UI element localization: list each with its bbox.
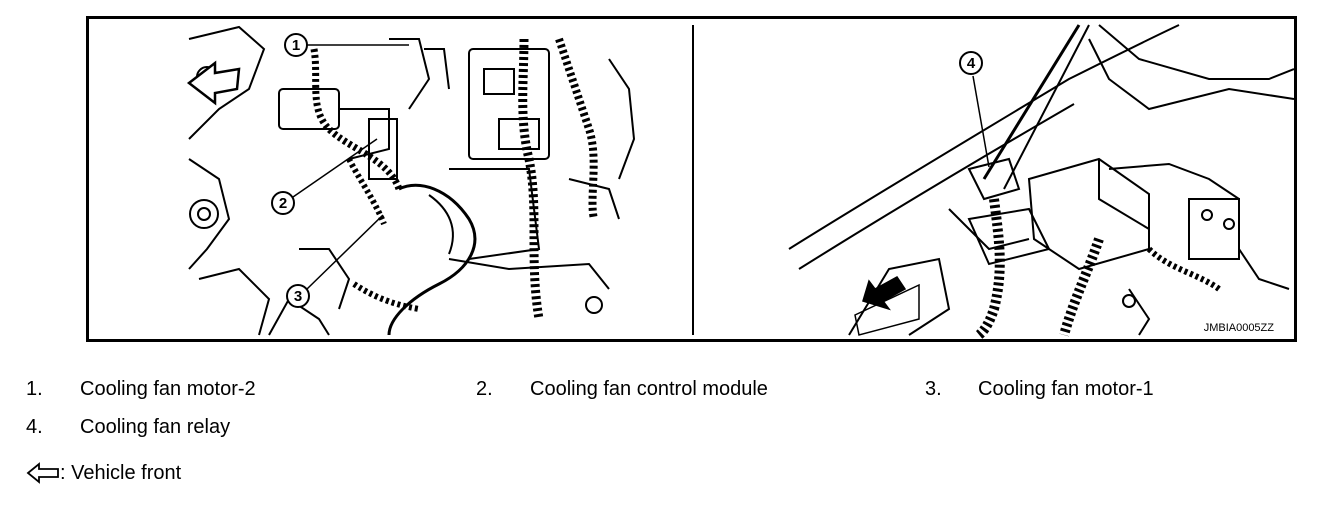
callout-2: 2 bbox=[271, 138, 378, 215]
vehicle-front-arrow-icon bbox=[186, 60, 241, 106]
vehicle-front-arrow-icon-right bbox=[854, 276, 920, 336]
engine-bay-figure: 1 2 3 bbox=[86, 16, 1297, 342]
callout-3: 3 bbox=[286, 214, 384, 308]
vehicle-front-label: : Vehicle front bbox=[60, 462, 182, 484]
svg-text:3: 3 bbox=[294, 288, 302, 305]
legend-number-3: 3. bbox=[925, 378, 942, 400]
legend-text-2: Cooling fan control module bbox=[530, 378, 768, 400]
right-panel-drawing bbox=[788, 24, 1294, 339]
svg-text:4: 4 bbox=[967, 55, 976, 72]
legend-number-4: 4. bbox=[26, 416, 43, 438]
legend-number-2: 2. bbox=[476, 378, 493, 400]
left-panel-drawing bbox=[188, 25, 636, 336]
figure-code: JMBIA0005ZZ bbox=[1204, 322, 1275, 334]
callout-4: 4 bbox=[959, 51, 990, 168]
hollow-arrow-left-icon bbox=[26, 462, 59, 484]
legend-text-4: Cooling fan relay bbox=[80, 416, 231, 438]
legend-text-1: Cooling fan motor-2 bbox=[80, 378, 256, 400]
svg-text:1: 1 bbox=[292, 37, 300, 54]
legend-text-3: Cooling fan motor-1 bbox=[978, 378, 1154, 400]
callout-1: 1 bbox=[284, 33, 409, 57]
figure-drawing: 1 2 3 bbox=[186, 24, 1294, 339]
svg-text:2: 2 bbox=[279, 195, 287, 212]
legend-number-1: 1. bbox=[26, 378, 43, 400]
